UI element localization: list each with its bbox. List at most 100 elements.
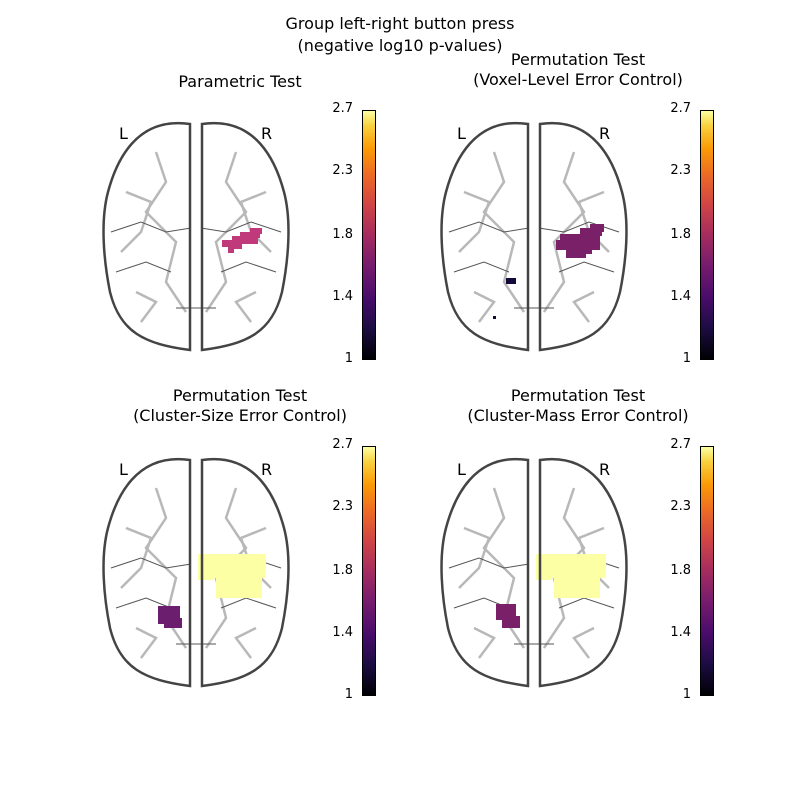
brain-outline-right [200, 457, 290, 688]
activation-cluster [502, 616, 520, 628]
colorbar-tick-label: 2.7 [332, 437, 353, 452]
gyrus-line [482, 151, 526, 313]
colorbar-tick-label: 1.8 [670, 563, 691, 578]
sulcus-line [558, 261, 615, 273]
colorbar [700, 446, 714, 696]
panel-title: (Voxel-Level Error Control) [473, 70, 683, 89]
colorbar-tick-label: 1 [344, 687, 353, 702]
gyrus-line [234, 626, 257, 659]
hemisphere-label-left: L [457, 460, 466, 479]
hemisphere-label-right: R [599, 124, 611, 143]
colorbar-tick-label: 2.3 [332, 163, 353, 178]
colorbar-tick-label: 1.8 [670, 227, 691, 242]
gyrus-line [542, 151, 586, 313]
activation-cluster [232, 236, 258, 244]
activation-cluster [590, 224, 604, 232]
sulcus-line [110, 557, 192, 569]
gyrus-line [234, 290, 257, 323]
activation-cluster [560, 234, 600, 244]
panel-title: (Cluster-Mass Error Control) [467, 406, 689, 425]
colorbar [362, 110, 376, 360]
gyrus-line [120, 526, 153, 589]
colorbar-tick-label: 2.3 [670, 163, 691, 178]
colorbar [700, 110, 714, 360]
gyrus-line [572, 626, 595, 659]
sulcus-line [115, 261, 172, 273]
brain-panel: Permutation Test(Voxel-Level Error Contr… [0, 0, 714, 366]
gyrus-line [135, 626, 158, 659]
brain-outline-right [538, 457, 628, 688]
hemisphere-label-right: R [261, 124, 273, 143]
colorbar-tick-label: 2.3 [670, 499, 691, 514]
hemisphere-label-left: L [119, 124, 128, 143]
brain-outline-right [200, 121, 290, 352]
gyrus-line [473, 290, 496, 323]
colorbar-tick-label: 1.8 [332, 563, 353, 578]
hemisphere-label-left: L [119, 460, 128, 479]
activation-cluster [216, 576, 262, 598]
gyrus-line [144, 151, 188, 313]
colorbar [362, 446, 376, 696]
activation-cluster [250, 228, 262, 234]
brain-outline-left [102, 121, 192, 352]
colorbar-tick-label: 1 [682, 351, 691, 366]
panel-title: Parametric Test [178, 72, 302, 91]
colorbar-tick-label: 1.4 [332, 289, 353, 304]
gyrus-line [572, 290, 595, 323]
sulcus-line [448, 557, 530, 569]
activation-cluster [556, 240, 600, 250]
sulcus-line [115, 597, 172, 609]
colorbar-tick-label: 1 [682, 687, 691, 702]
activation-cluster [536, 572, 552, 580]
panel-title: (Cluster-Size Error Control) [133, 406, 347, 425]
activation-cluster [164, 618, 182, 628]
colorbar-tick-label: 2.7 [670, 101, 691, 116]
sulcus-line [448, 221, 530, 233]
hemisphere-label-right: R [261, 460, 273, 479]
panel-title: Permutation Test [172, 386, 308, 405]
activation-cluster [566, 246, 592, 254]
activation-cluster [493, 316, 496, 319]
gyrus-line [239, 190, 272, 253]
sulcus-line [220, 261, 277, 273]
brain-outline-right [538, 121, 628, 352]
colorbar-tick-label: 1.8 [332, 227, 353, 242]
figure-title-line2: (negative log10 p-values) [297, 36, 503, 55]
brain-outline-left [440, 457, 530, 688]
hemisphere-label-left: L [457, 124, 466, 143]
colorbar-tick-label: 2.3 [332, 499, 353, 514]
figure-title-line1: Group left-right button press [285, 14, 515, 33]
gyrus-line [135, 290, 158, 323]
brain-outline-left [440, 121, 530, 352]
sulcus-line [453, 261, 510, 273]
colorbar-tick-label: 2.7 [332, 101, 353, 116]
colorbar-tick-label: 1.4 [670, 289, 691, 304]
activation-cluster [240, 232, 260, 238]
gyrus-line [473, 626, 496, 659]
brain-panel: Permutation Test (Cluster-Mass Error Cont… [0, 0, 714, 702]
colorbar-tick-label: 1 [344, 351, 353, 366]
activation-cluster [506, 278, 516, 284]
activation-cluster [228, 247, 234, 253]
sulcus-line [558, 597, 615, 609]
gyrus-line [458, 526, 491, 589]
activation-cluster [554, 576, 600, 598]
hemisphere-label-right: R [599, 460, 611, 479]
sulcus-line [110, 221, 192, 233]
activation-cluster [566, 252, 586, 258]
gyrus-line [204, 151, 248, 313]
panel-title: Permutation Test [510, 50, 646, 69]
colorbar-tick-label: 1.4 [670, 625, 691, 640]
sulcus-line [200, 221, 282, 233]
brain-outline-left [102, 457, 192, 688]
gyrus-line [458, 190, 491, 253]
colorbar-tick-label: 2.7 [670, 437, 691, 452]
activation-cluster [228, 243, 242, 249]
activation-cluster [198, 572, 214, 580]
colorbar-tick-label: 1.4 [332, 625, 353, 640]
